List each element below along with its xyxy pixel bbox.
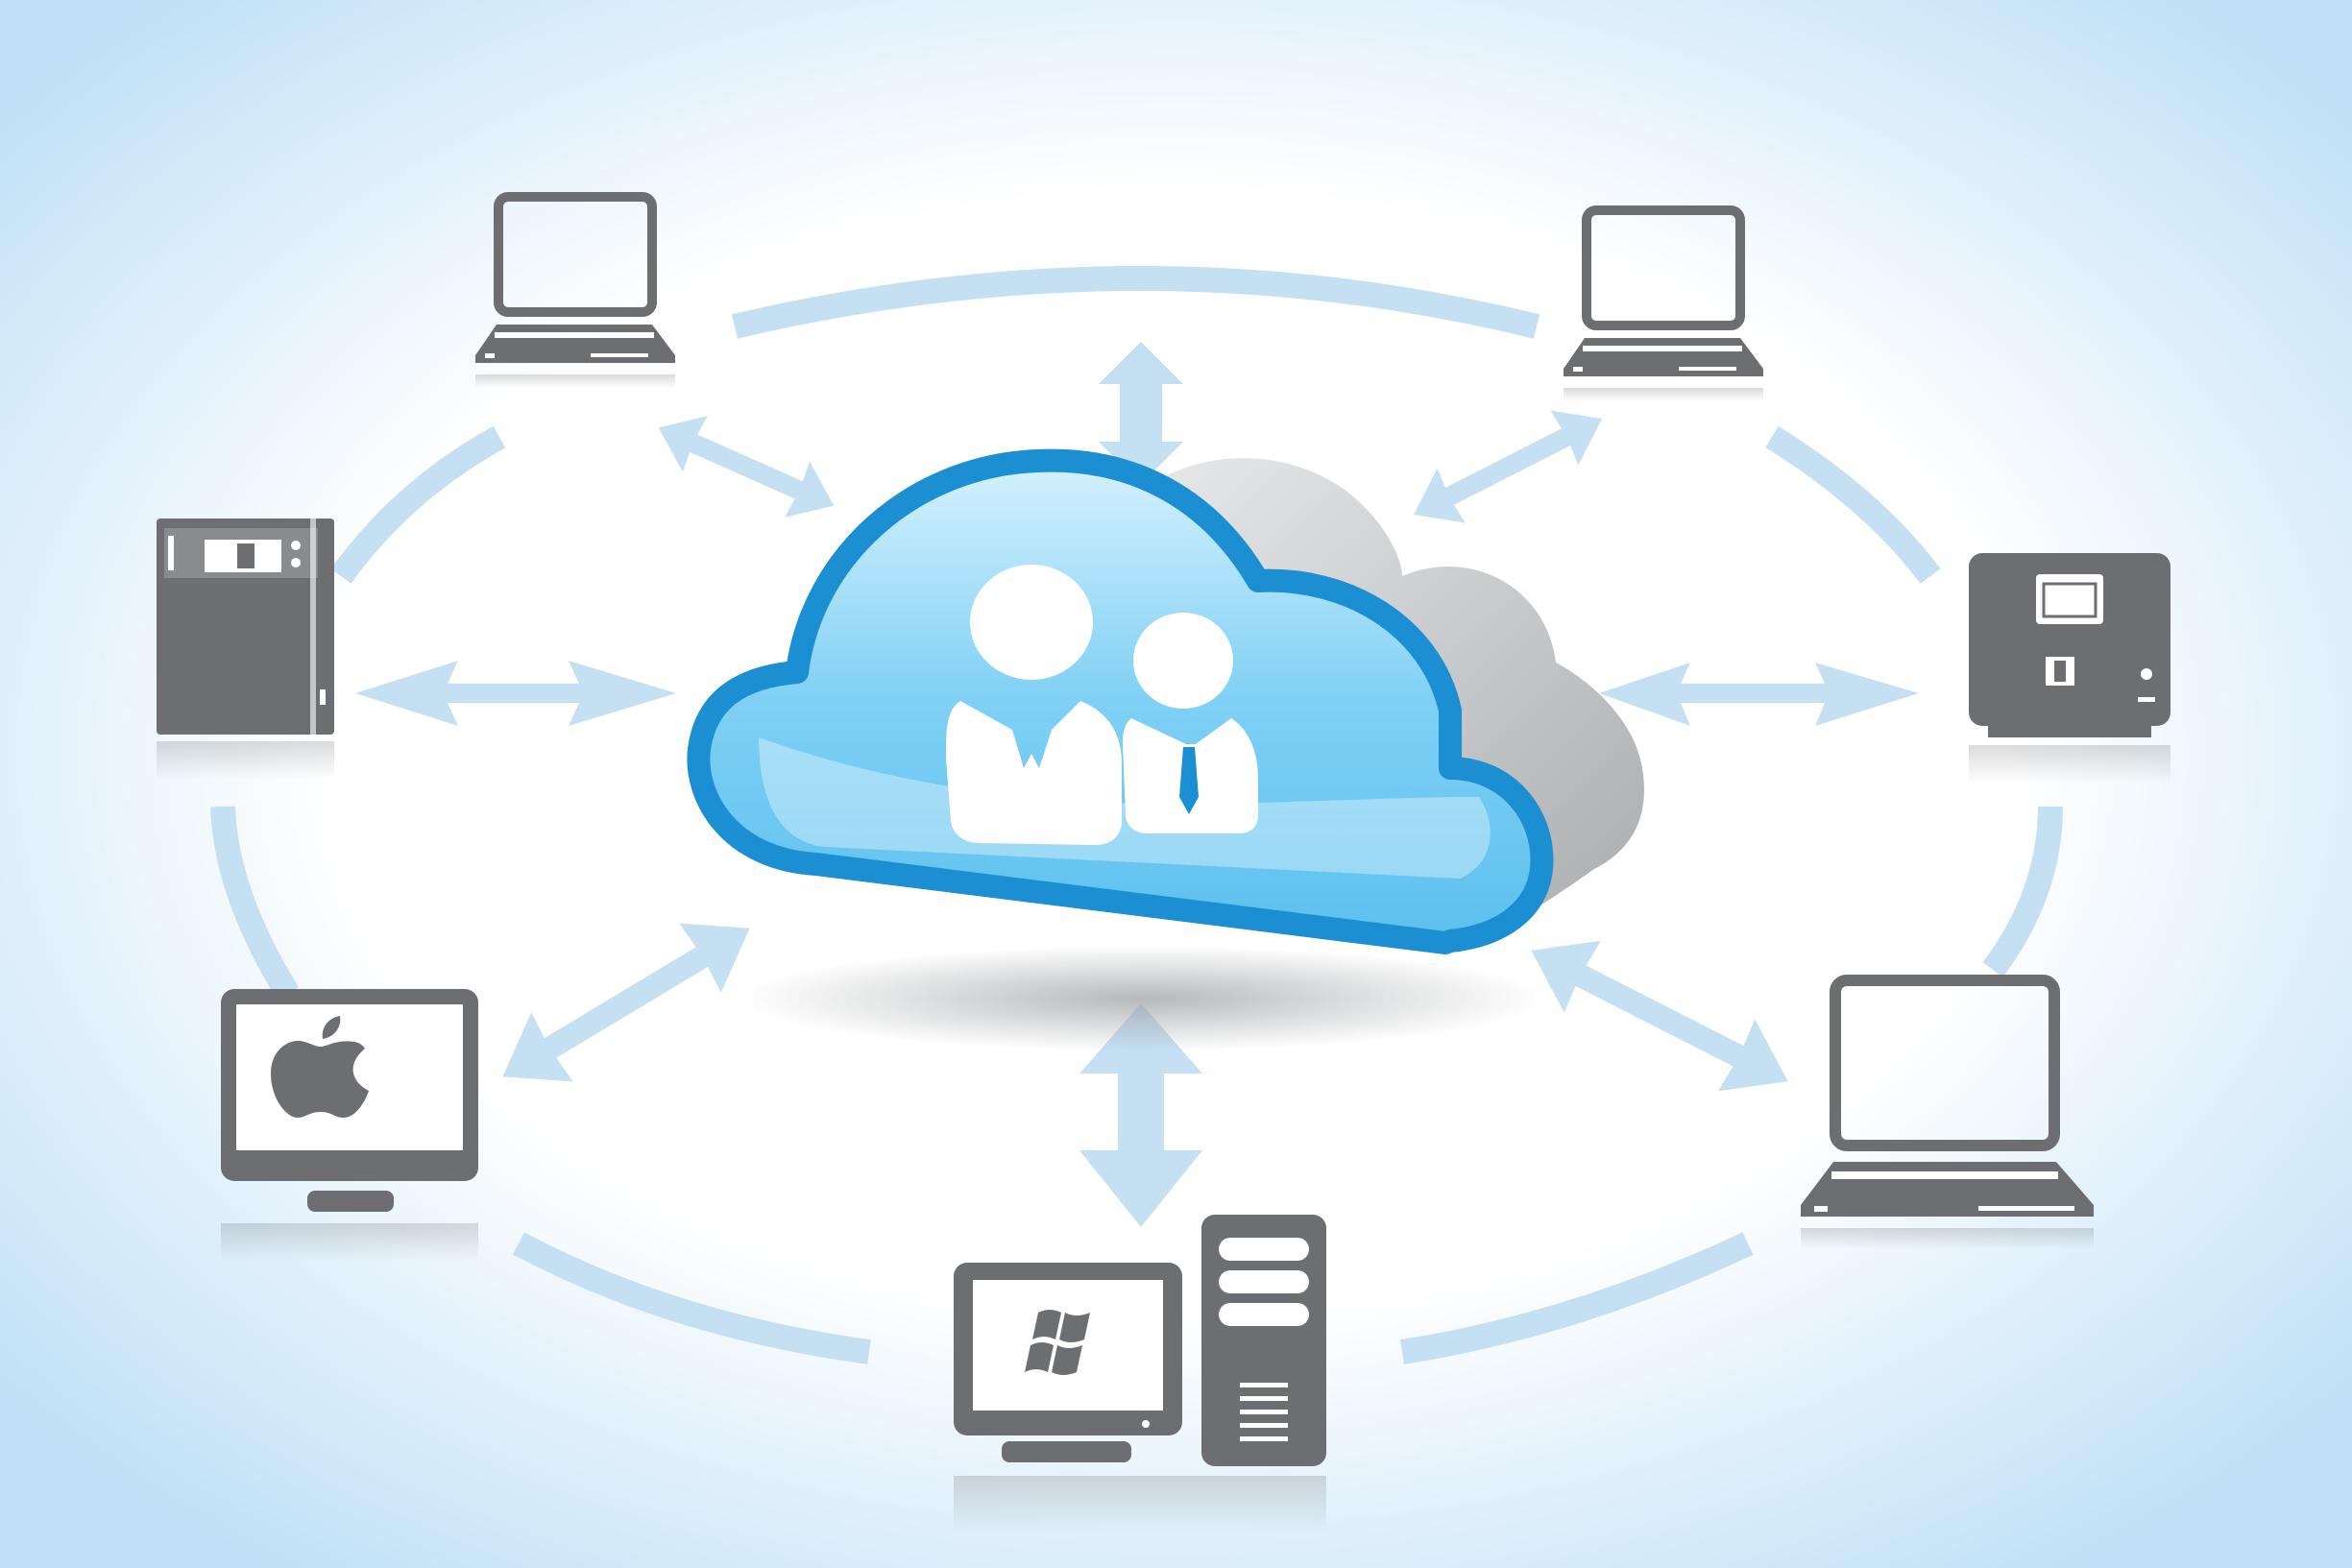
cloud-main (687, 448, 1554, 954)
arrow-upper-right (1413, 410, 1603, 523)
arrow-right (1599, 663, 1919, 726)
ring-arc-bottom-right (1399, 1232, 1754, 1364)
apple-logo-icon (271, 1016, 369, 1118)
laptop-icon (1801, 975, 2094, 1249)
cloud-drop-shadow (740, 946, 1546, 1051)
mac-monitor (221, 989, 478, 1262)
windows-logo-icon (1025, 1310, 1090, 1375)
ring-arc-top (732, 266, 1540, 339)
user-tie (1179, 747, 1199, 814)
user-head-1 (970, 565, 1093, 680)
user-head-2 (1133, 613, 1233, 709)
arrow-lower-left (502, 923, 750, 1082)
ring-arc-upper-right (1765, 425, 1941, 584)
laptop-icon (475, 192, 675, 388)
arrow-top (1099, 342, 1183, 484)
cloud-highlight (759, 737, 1491, 879)
laptop-icon (1564, 205, 1763, 401)
arrow-bottom (1079, 1003, 1202, 1227)
arrow-left (355, 661, 676, 726)
arrow-lower-right (1531, 940, 1788, 1092)
nas-server-icon (157, 519, 334, 780)
ring-arc-right (1982, 806, 2063, 977)
ring-arc-upper-left (330, 425, 506, 584)
outer-ring (210, 266, 2063, 1364)
ring-arc-bottom-left (512, 1232, 871, 1364)
arrow-upper-left (658, 416, 835, 518)
ring-arc-left (210, 806, 300, 1001)
user-body-1 (946, 701, 1122, 845)
windows-pc (954, 1215, 1326, 1533)
cloud-users-icon (687, 448, 1644, 1051)
nas-server-icon (1969, 553, 2170, 784)
connection-arrows (355, 342, 1919, 1227)
